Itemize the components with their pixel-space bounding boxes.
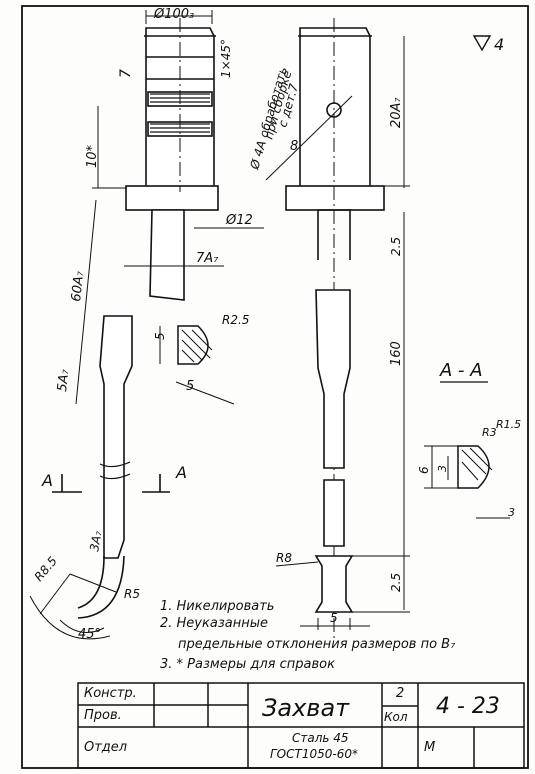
title-block-grid <box>77 682 525 769</box>
section-r15: R1.5 <box>496 418 521 431</box>
dim-a7: 7A₇ <box>196 251 219 266</box>
dim-r5: R5 <box>124 587 140 601</box>
stamp-qty: 2 <box>396 686 405 701</box>
dim-chamfer: 1×45° <box>219 39 233 78</box>
detail-h5: 5 <box>153 332 167 340</box>
dim-d25a: 2.5 <box>389 237 403 256</box>
stamp-m-label: М <box>424 740 436 755</box>
section-h6: 6 <box>417 466 431 474</box>
dim-d-top: Ø100₃ <box>153 7 194 22</box>
dim-tip3: 3A₇ <box>87 530 104 553</box>
dim-r8: R8 <box>276 551 292 565</box>
dim-len5: 5A₇ <box>55 368 72 393</box>
section-a-a <box>424 381 510 519</box>
note-2-cont: предельные отклонения размеров по В₇ <box>178 637 456 652</box>
stamp-qty-label: Кол <box>384 710 408 724</box>
note-1: 1. Никелировать <box>160 599 274 614</box>
detail-r25: R2.5 <box>222 313 249 327</box>
stamp-konstr: Констр. <box>84 686 137 701</box>
dim-d160: 160 <box>389 341 404 366</box>
section-mark-left: A <box>41 471 53 490</box>
dim-h-ref: 10* <box>85 144 100 168</box>
dim-roughness-right: 8 <box>290 139 298 154</box>
right-view <box>265 18 410 640</box>
stamp-drawing-number: 4 - 23 <box>436 694 500 719</box>
stamp-material-2: ГОСТ1050-60* <box>270 747 358 761</box>
dim-roughness-left: 7 <box>118 69 134 78</box>
left-view <box>29 10 264 640</box>
dim-d12: Ø12 <box>225 213 253 228</box>
section-title: A - A <box>439 360 483 381</box>
section-h3: 3 <box>436 465 449 472</box>
section-r3: R3 <box>482 426 497 439</box>
stamp-otdel: Отдел <box>84 740 128 755</box>
dim-w5: 5 <box>330 611 338 625</box>
dim-d20: 20A₇ <box>389 97 404 128</box>
dim-d25b: 2.5 <box>389 573 403 592</box>
section-mark-right: A <box>175 463 187 482</box>
notes: 1. Никелировать 2. Неуказанные предельны… <box>160 599 456 672</box>
detail-w5: 5 <box>186 379 194 394</box>
corner-roughness-symbol: 4 <box>472 35 504 54</box>
dim-angle: 45° <box>78 627 101 642</box>
corner-roughness-value: 4 <box>494 35 504 54</box>
stamp-part-name: Захват <box>262 694 350 722</box>
detail-half-round <box>159 325 235 405</box>
stamp-prov: Пров. <box>84 708 122 723</box>
dim-r85: R8.5 <box>32 554 60 584</box>
section-w3: 3 <box>508 506 515 519</box>
note-3: 3. * Размеры для справок <box>160 657 335 672</box>
stamp-material-1: Сталь 45 <box>292 731 349 745</box>
dim-len60: 60A₇ <box>69 270 87 303</box>
note-2: 2. Неуказанные <box>160 616 268 631</box>
